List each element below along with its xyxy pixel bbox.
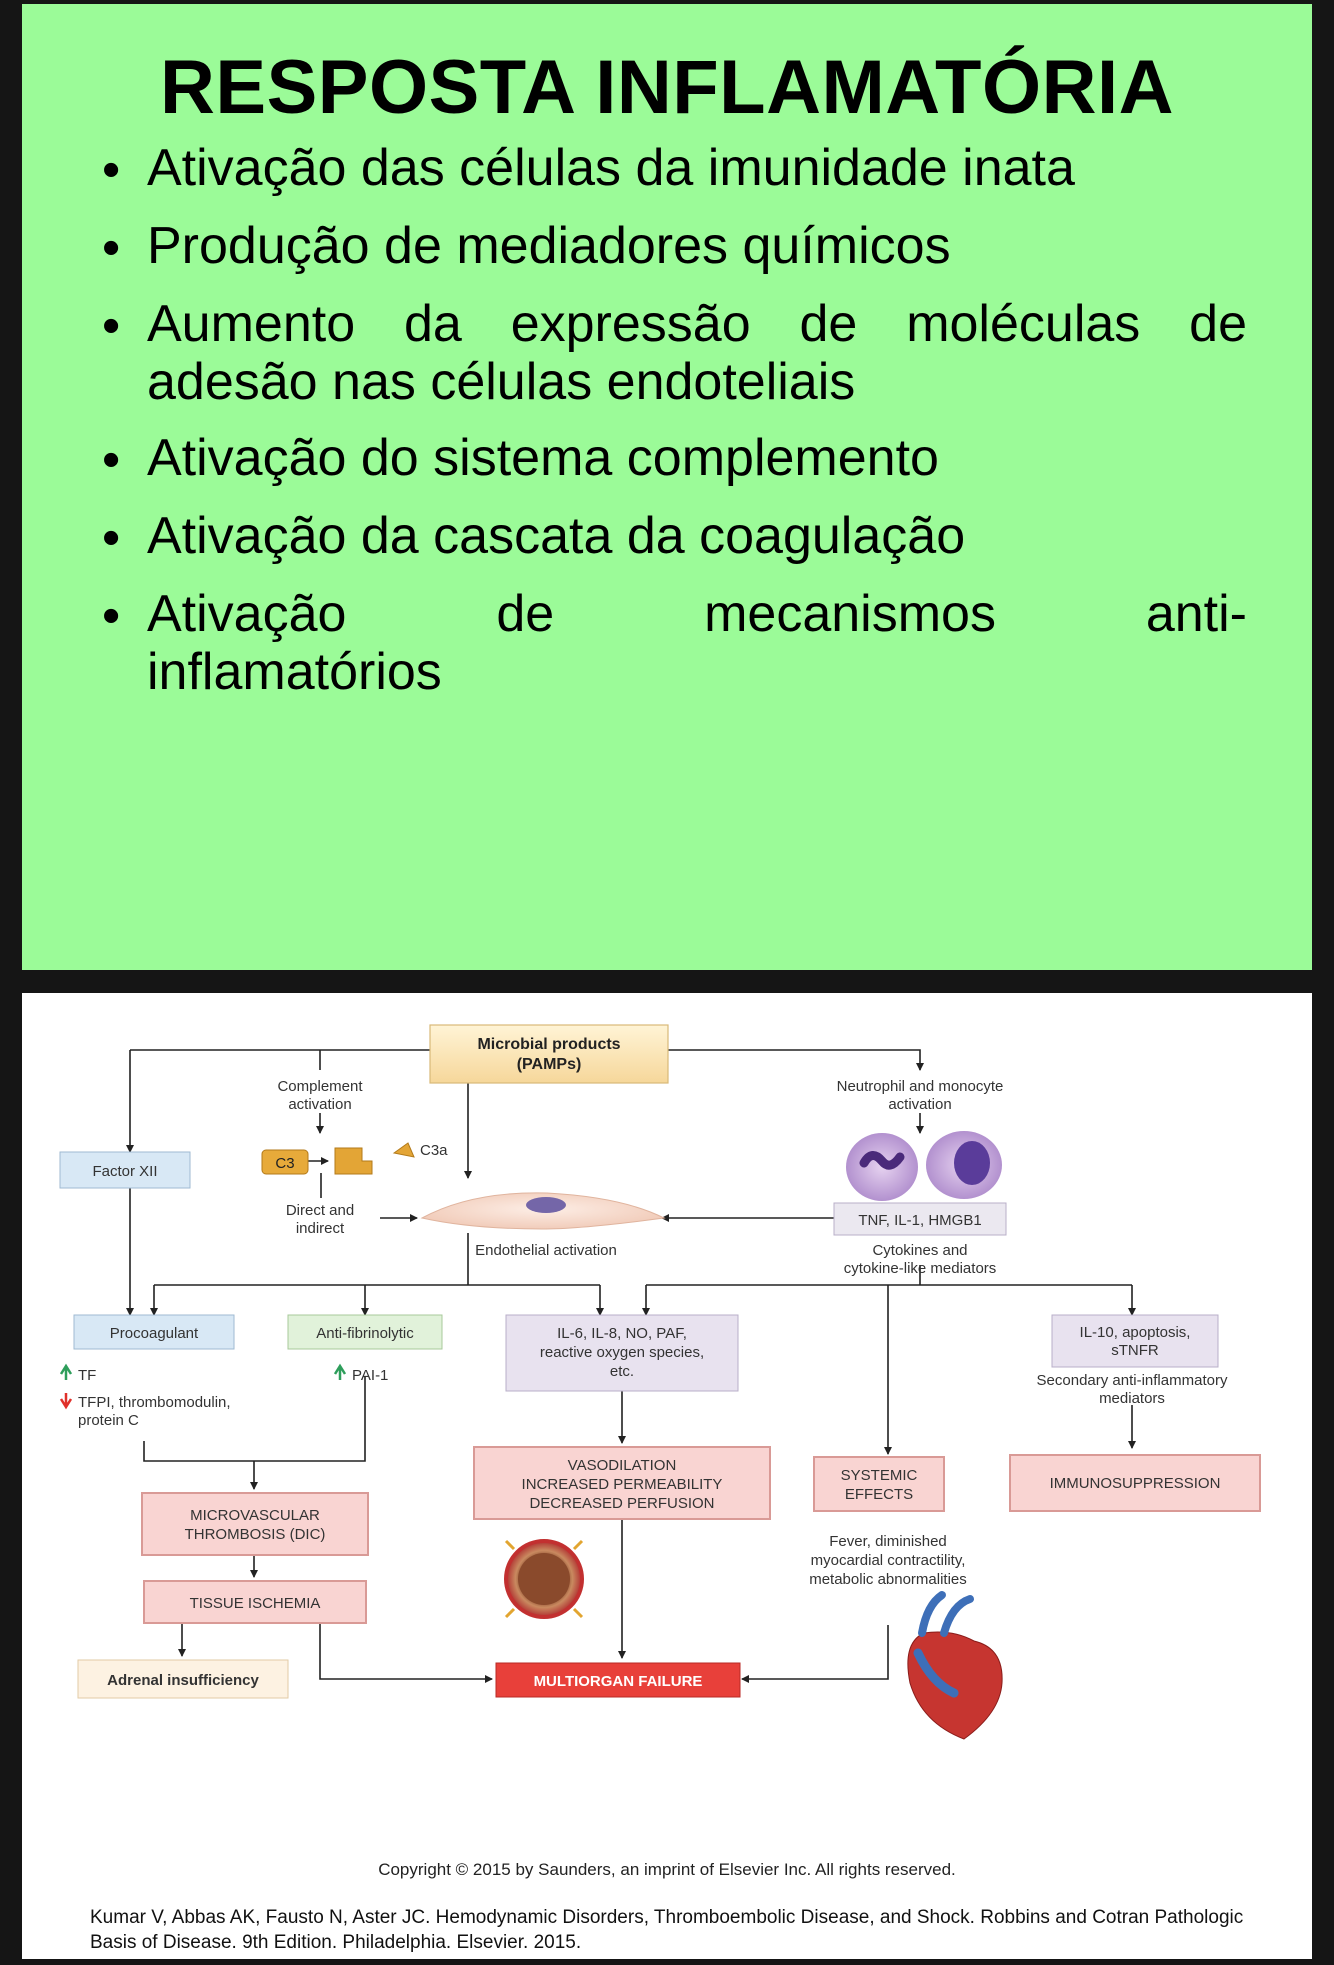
direct-label: Direct and	[286, 1202, 354, 1219]
bullet-5: Ativação da cascata da coagulação	[147, 507, 966, 565]
bullet-3-word: expressão	[510, 295, 751, 353]
procoagulant-label: Procoagulant	[110, 1325, 199, 1342]
stnfr-label: sTNFR	[1111, 1342, 1159, 1359]
perfusion-label: DECREASED PERFUSION	[529, 1495, 714, 1512]
il10-label: IL-10, apoptosis,	[1080, 1324, 1191, 1341]
copyright: Copyright © 2015 by Saunders, an imprint…	[378, 1860, 956, 1879]
systemic-label: SYSTEMIC	[841, 1467, 918, 1484]
c3a-label: C3a	[420, 1142, 448, 1159]
down-arrow-icon	[59, 1393, 73, 1410]
metabolic-label: metabolic abnormalities	[809, 1571, 967, 1588]
tissue-ischemia-box	[143, 1580, 367, 1624]
secondary-label: Secondary anti-inflammatory	[1037, 1372, 1228, 1389]
c3b-shape	[334, 1147, 373, 1175]
bullet-3-line-1: Aumento da expressão de moléculas de	[147, 298, 1247, 350]
bullet-dot: •	[102, 587, 121, 645]
c3a-shape	[392, 1142, 415, 1158]
endothelial-label: Endothelial activation	[475, 1242, 617, 1259]
neutrophil-nucleus	[859, 1151, 905, 1170]
bullet-3-word: Aumento	[147, 295, 356, 353]
mediators-label: mediators	[1099, 1390, 1165, 1407]
thrombosis-label: THROMBOSIS (DIC)	[185, 1526, 326, 1543]
tnf-label: TNF, IL-1, HMGB1	[858, 1212, 981, 1229]
endothelial-nucleus	[526, 1197, 566, 1213]
bullet-3-word: da	[404, 295, 462, 353]
pamps-label: (PAMPs)	[517, 1056, 582, 1073]
bullet-3-word: de	[1189, 295, 1247, 353]
pai1-label: PAI-1	[352, 1367, 388, 1384]
il10-box	[1051, 1314, 1219, 1368]
bullet-dot: •	[102, 431, 121, 489]
permeability-label: INCREASED PERMEABILITY	[522, 1476, 723, 1493]
bullet-4: Ativação do sistema complemento	[147, 429, 939, 487]
procoagulant-box	[73, 1314, 235, 1350]
vessel-lumen	[518, 1553, 570, 1605]
complement-label: Complement	[277, 1078, 363, 1095]
fever-label: Fever, diminished	[829, 1533, 947, 1550]
myocardial-label: myocardial contractility,	[811, 1552, 966, 1569]
cytokines-label: Cytokines and	[872, 1242, 967, 1259]
bullet-dot: •	[102, 297, 121, 355]
bullet-1: Ativação das células da imunidade inata	[147, 139, 1075, 197]
bullet-6-line-2: inflamatórios	[147, 643, 442, 701]
up-arrow-icon	[59, 1363, 73, 1380]
immunosuppression-box	[1009, 1454, 1261, 1512]
antifibrinolytic-box	[287, 1314, 443, 1350]
etc-label: etc.	[610, 1363, 634, 1380]
complement-label-2: activation	[288, 1096, 351, 1113]
microbial-products-box	[429, 1024, 669, 1084]
up-arrow-icon	[333, 1363, 347, 1380]
effects-label: EFFECTS	[845, 1486, 913, 1503]
bullet-6-word: Ativação	[147, 585, 347, 643]
bullet-6-line-1: Ativação de mecanismos anti-	[147, 588, 1247, 640]
microvascular-thrombosis-box	[141, 1492, 369, 1556]
c3-label: C3	[275, 1155, 294, 1172]
protein-c-label: protein C	[78, 1412, 139, 1429]
indirect-label: indirect	[296, 1220, 345, 1237]
slide-title: RESPOSTA INFLAMATÓRIA	[160, 45, 1174, 130]
microbial-products-label: Microbial products	[477, 1036, 620, 1053]
il6-label: IL-6, IL-8, NO, PAF,	[557, 1325, 687, 1342]
bullet-3-word: moléculas	[906, 295, 1141, 353]
systemic-effects-box	[813, 1456, 945, 1512]
multiorgan-failure-box	[495, 1662, 741, 1698]
adrenal-box	[77, 1659, 289, 1699]
ros-label: reactive oxygen species,	[540, 1344, 704, 1361]
bullet-3-line-2: adesão nas células endoteliais	[147, 353, 856, 411]
neutrophil-label: Neutrophil and monocyte	[837, 1078, 1004, 1095]
bullet-6-word: de	[496, 585, 555, 643]
factor-xii-box	[59, 1151, 191, 1189]
tf-label: TF	[78, 1367, 96, 1384]
antifibrinolytic-label: Anti-fibrinolytic	[316, 1325, 414, 1342]
monocyte-nucleus	[954, 1141, 990, 1185]
slide-panel: RESPOSTA INFLAMATÓRIA • Ativação das cél…	[22, 4, 1312, 970]
bullet-dot: •	[102, 141, 121, 199]
bullet-6-word: mecanismos	[704, 585, 996, 643]
vessel-arrows	[504, 1539, 584, 1619]
micro-label: MICROVASCULAR	[190, 1507, 320, 1524]
neutrophil-label-2: activation	[888, 1096, 951, 1113]
bullet-dot: •	[102, 219, 121, 277]
immunosuppression-label: IMMUNOSUPPRESSION	[1050, 1475, 1221, 1492]
bullet-2: Produção de mediadores químicos	[147, 217, 951, 275]
factor-xii-label: Factor XII	[92, 1163, 157, 1180]
bullet-dot: •	[102, 509, 121, 567]
vasodilation-label: VASODILATION	[568, 1457, 677, 1474]
citation: Kumar V, Abbas AK, Fausto N, Aster JC. H…	[90, 1907, 1244, 1953]
tfpi-label: TFPI, thrombomodulin,	[78, 1394, 231, 1411]
c3-box	[261, 1149, 309, 1175]
diagram: Microbial products (PAMPs) Complement ac…	[59, 1024, 1261, 1740]
heart-icon	[907, 1591, 1003, 1740]
bullet-3-word: de	[799, 295, 858, 353]
adrenal-label: Adrenal insufficiency	[107, 1672, 259, 1689]
vasodilation-box	[473, 1446, 771, 1520]
figure-panel: Microbial products (PAMPs) Complement ac…	[22, 993, 1312, 1959]
multiorgan-label: MULTIORGAN FAILURE	[534, 1673, 703, 1690]
cytokines-label-2: cytokine-like mediators	[844, 1260, 997, 1277]
il6-box	[505, 1314, 739, 1392]
ischemia-label: TISSUE ISCHEMIA	[190, 1595, 321, 1612]
bullet-6-word: anti-	[1145, 585, 1247, 643]
tnf-box	[833, 1202, 1007, 1236]
